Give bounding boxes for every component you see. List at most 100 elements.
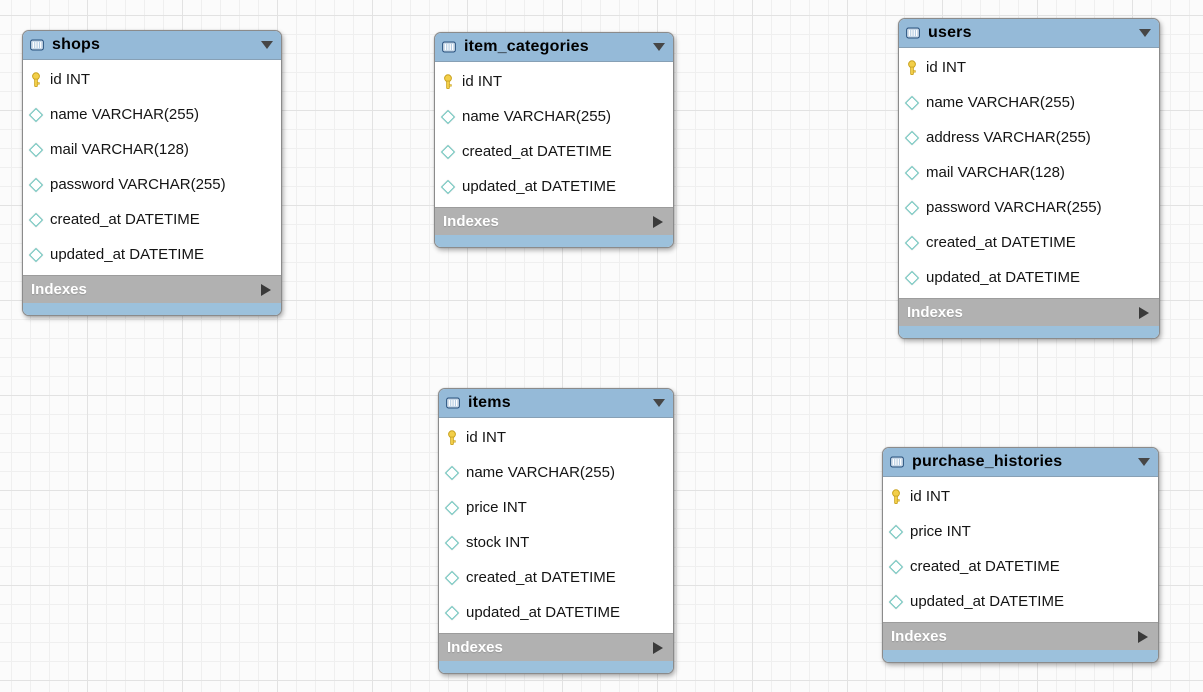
- column-label: created_at DATETIME: [50, 211, 200, 228]
- table-items[interactable]: items id INT name VARCHAR(255) price INT…: [438, 388, 674, 674]
- table-header[interactable]: item_categories: [435, 33, 673, 62]
- column-label: id INT: [926, 59, 967, 76]
- column-row[interactable]: address VARCHAR(255): [899, 120, 1159, 155]
- table-footer-strip: [23, 303, 281, 315]
- column-row[interactable]: id INT: [23, 62, 281, 97]
- column-row[interactable]: created_at DATETIME: [435, 134, 673, 169]
- table-header[interactable]: purchase_histories: [883, 448, 1158, 477]
- column-label: password VARCHAR(255): [926, 199, 1102, 216]
- collapse-arrow-icon[interactable]: [653, 43, 665, 51]
- table-users[interactable]: users id INT name VARCHAR(255) address V…: [898, 18, 1160, 339]
- collapse-arrow-icon[interactable]: [1138, 458, 1150, 466]
- column-row[interactable]: price INT: [883, 514, 1158, 549]
- indexes-bar[interactable]: Indexes: [23, 275, 281, 303]
- expand-arrow-icon[interactable]: [653, 215, 663, 228]
- column-row[interactable]: updated_at DATETIME: [899, 260, 1159, 295]
- indexes-bar[interactable]: Indexes: [883, 622, 1158, 650]
- diamond-icon: [28, 212, 44, 227]
- expand-arrow-icon[interactable]: [1138, 630, 1148, 643]
- column-row[interactable]: created_at DATETIME: [883, 549, 1158, 584]
- table-header[interactable]: users: [899, 19, 1159, 48]
- table-icon: [30, 37, 44, 53]
- diamond-icon: [28, 247, 44, 262]
- table-shops[interactable]: shops id INT name VARCHAR(255) mail VARC…: [22, 30, 282, 316]
- table-item-categories[interactable]: item_categories id INT name VARCHAR(255)…: [434, 32, 674, 248]
- collapse-arrow-icon[interactable]: [261, 41, 273, 49]
- column-row[interactable]: updated_at DATETIME: [439, 595, 673, 630]
- column-row[interactable]: updated_at DATETIME: [23, 237, 281, 272]
- table-header[interactable]: shops: [23, 31, 281, 60]
- column-label: updated_at DATETIME: [926, 269, 1080, 286]
- diamond-icon: [440, 109, 456, 124]
- column-label: address VARCHAR(255): [926, 129, 1091, 146]
- column-row[interactable]: name VARCHAR(255): [439, 455, 673, 490]
- diamond-icon: [888, 594, 904, 609]
- column-row[interactable]: price INT: [439, 490, 673, 525]
- diamond-icon: [440, 144, 456, 159]
- table-footer-strip: [435, 235, 673, 247]
- diamond-icon: [904, 130, 920, 145]
- diamond-icon: [28, 107, 44, 122]
- indexes-bar[interactable]: Indexes: [435, 207, 673, 235]
- column-row[interactable]: mail VARCHAR(128): [899, 155, 1159, 190]
- table-title: items: [468, 394, 511, 411]
- table-icon: [442, 39, 456, 55]
- column-row[interactable]: created_at DATETIME: [23, 202, 281, 237]
- expand-arrow-icon[interactable]: [261, 283, 271, 296]
- column-label: name VARCHAR(255): [926, 94, 1075, 111]
- column-label: id INT: [50, 71, 91, 88]
- table-header[interactable]: items: [439, 389, 673, 418]
- column-row[interactable]: id INT: [883, 479, 1158, 514]
- table-title: users: [928, 24, 972, 41]
- diamond-icon: [444, 570, 460, 585]
- collapse-arrow-icon[interactable]: [653, 399, 665, 407]
- expand-arrow-icon[interactable]: [1139, 306, 1149, 319]
- indexes-label: Indexes: [31, 281, 87, 298]
- column-label: updated_at DATETIME: [50, 246, 204, 263]
- diamond-icon: [904, 95, 920, 110]
- diamond-icon: [444, 535, 460, 550]
- column-row[interactable]: password VARCHAR(255): [899, 190, 1159, 225]
- column-row[interactable]: stock INT: [439, 525, 673, 560]
- key-icon: [29, 71, 43, 88]
- column-label: created_at DATETIME: [910, 558, 1060, 575]
- indexes-bar[interactable]: Indexes: [439, 633, 673, 661]
- column-label: updated_at DATETIME: [910, 593, 1064, 610]
- indexes-bar[interactable]: Indexes: [899, 298, 1159, 326]
- column-label: mail VARCHAR(128): [50, 141, 189, 158]
- column-row[interactable]: name VARCHAR(255): [899, 85, 1159, 120]
- table-icon: [890, 454, 904, 470]
- column-label: name VARCHAR(255): [462, 108, 611, 125]
- table-footer-strip: [439, 661, 673, 673]
- column-label: created_at DATETIME: [466, 569, 616, 586]
- column-row[interactable]: id INT: [435, 64, 673, 99]
- key-icon: [889, 488, 903, 505]
- column-row[interactable]: password VARCHAR(255): [23, 167, 281, 202]
- column-row[interactable]: updated_at DATETIME: [435, 169, 673, 204]
- table-purchase-histories[interactable]: purchase_histories id INT price INT crea…: [882, 447, 1159, 663]
- diamond-icon: [28, 177, 44, 192]
- column-row[interactable]: id INT: [899, 50, 1159, 85]
- key-icon: [441, 73, 455, 90]
- indexes-label: Indexes: [891, 628, 947, 645]
- column-row[interactable]: mail VARCHAR(128): [23, 132, 281, 167]
- indexes-label: Indexes: [447, 639, 503, 656]
- column-row[interactable]: created_at DATETIME: [439, 560, 673, 595]
- diamond-icon: [444, 465, 460, 480]
- column-label: price INT: [466, 499, 527, 516]
- column-row[interactable]: created_at DATETIME: [899, 225, 1159, 260]
- column-row[interactable]: name VARCHAR(255): [23, 97, 281, 132]
- diamond-icon: [444, 605, 460, 620]
- column-label: name VARCHAR(255): [50, 106, 199, 123]
- column-row[interactable]: updated_at DATETIME: [883, 584, 1158, 619]
- column-row[interactable]: id INT: [439, 420, 673, 455]
- diamond-icon: [904, 235, 920, 250]
- column-label: password VARCHAR(255): [50, 176, 226, 193]
- column-row[interactable]: name VARCHAR(255): [435, 99, 673, 134]
- table-title: item_categories: [464, 38, 589, 55]
- column-label: price INT: [910, 523, 971, 540]
- collapse-arrow-icon[interactable]: [1139, 29, 1151, 37]
- key-icon: [905, 59, 919, 76]
- expand-arrow-icon[interactable]: [653, 641, 663, 654]
- table-footer-strip: [883, 650, 1158, 662]
